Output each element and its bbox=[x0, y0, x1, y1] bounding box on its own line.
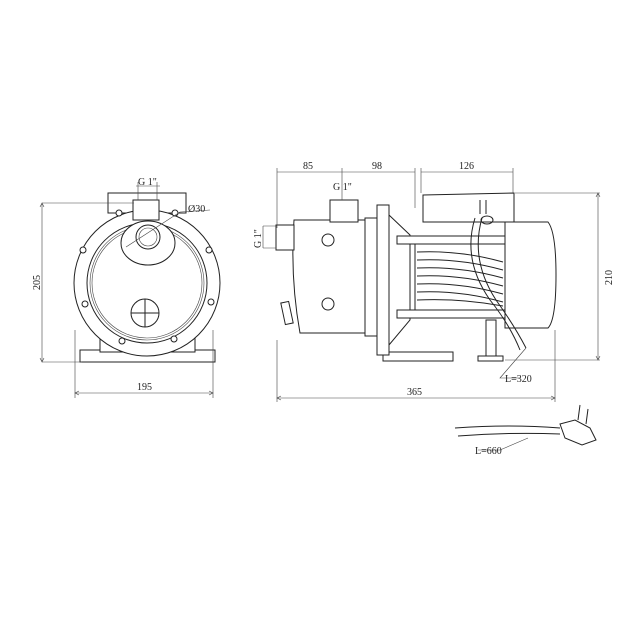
front-height-label: 205 bbox=[32, 275, 43, 290]
dim-85-label: 85 bbox=[303, 161, 313, 172]
side-height-label: 210 bbox=[604, 270, 615, 285]
dim-126-label: 126 bbox=[459, 161, 474, 172]
side-length-label: 365 bbox=[407, 387, 422, 398]
front-view bbox=[39, 182, 221, 398]
front-width-label: 195 bbox=[137, 382, 152, 393]
cable-length-label: L=320 bbox=[505, 374, 532, 385]
front-inlet-thread-label: G 1" bbox=[138, 177, 157, 188]
front-inlet-diameter-label: Ø30 bbox=[188, 204, 205, 215]
side-view bbox=[262, 168, 601, 402]
side-inlet-thread-label: G 1" bbox=[253, 229, 264, 248]
side-outlet-thread-label: G 1" bbox=[333, 182, 352, 193]
cord-length-label: L=660 bbox=[475, 446, 502, 457]
power-cord-plug bbox=[454, 404, 597, 451]
dim-98-label: 98 bbox=[372, 161, 382, 172]
